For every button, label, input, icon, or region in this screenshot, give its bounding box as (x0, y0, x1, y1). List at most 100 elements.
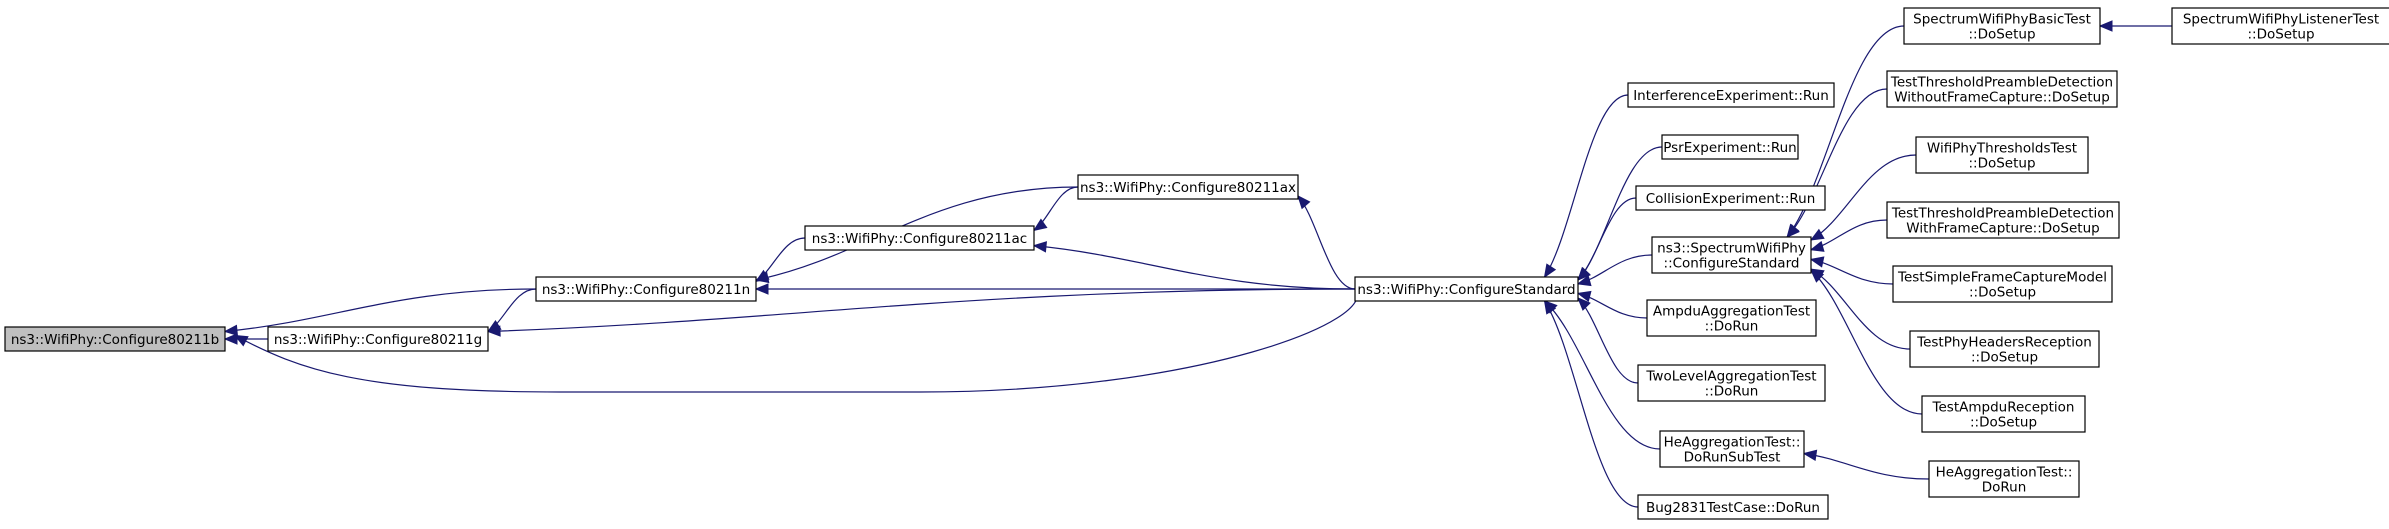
node-label: AmpduAggregationTest (1653, 304, 1810, 320)
edge-n2-to-n1 (486, 288, 537, 333)
node-box (1354, 276, 1579, 302)
graph-node[interactable]: ns3::WifiPhy::Configure80211b (4, 326, 226, 352)
node-label: ::DoRun (1705, 384, 1759, 400)
edge-n17-to-n9 (1809, 219, 1888, 252)
node-label: Bug2831TestCase::DoRun (1646, 500, 1820, 516)
edge-arrowhead (1810, 269, 1825, 283)
node-box (1651, 236, 1812, 274)
node-label: ns3::WifiPhy::Configure80211b (11, 332, 219, 348)
node-label: ::DoSetup (1971, 350, 2038, 366)
edges-layer (223, 20, 2172, 508)
edge-n10-to-n5 (1576, 290, 1648, 319)
graph-node[interactable]: InterferenceExperiment::Run (1627, 82, 1835, 108)
graph-node[interactable]: TestAmpduReception::DoSetup (1921, 395, 2086, 433)
edge-line (1577, 297, 1639, 384)
edge-n21-to-n12 (1802, 449, 1930, 480)
graph-node[interactable]: ns3::WifiPhy::ConfigureStandard (1354, 276, 1579, 302)
graph-node[interactable]: TwoLevelAggregationTest::DoRun (1637, 364, 1826, 402)
graph-node[interactable]: Bug2831TestCase::DoRun (1637, 494, 1829, 520)
edge-arrowhead (223, 333, 238, 345)
edge-arrowhead (1032, 241, 1047, 253)
node-label: WifiPhyThresholdsTest (1927, 141, 2077, 157)
graph-node[interactable]: ns3::WifiPhy::Configure80211g (267, 326, 489, 352)
edge-n11-to-n5 (1577, 297, 1639, 384)
node-label: ::DoSetup (1968, 27, 2035, 43)
graph-node[interactable]: ns3::WifiPhy::Configure80211n (535, 276, 757, 302)
edge-n4-to-n3 (1032, 186, 1079, 232)
edge-line (1297, 195, 1356, 290)
edge-n15-to-n9 (1786, 88, 1888, 238)
graph-node[interactable]: ns3::WifiPhy::Configure80211ax (1077, 174, 1299, 200)
edge-line (1544, 300, 1639, 508)
node-box (1637, 494, 1829, 520)
edge-arrowhead (1577, 297, 1591, 311)
node-label: ::DoSetup (1970, 415, 2037, 431)
edge-n9-to-n5 (1576, 254, 1653, 287)
node-label: DoRun (1982, 480, 2027, 496)
edge-arrowhead (1543, 299, 1557, 315)
edge-arrowhead (1577, 267, 1591, 281)
node-box (1646, 299, 1817, 337)
node-box (267, 326, 489, 352)
node-label: ::ConfigureStandard (1664, 256, 1800, 272)
graph-node[interactable]: ns3::WifiPhy::Configure80211ac (804, 225, 1035, 251)
edge-arrowhead (233, 334, 249, 347)
node-label: ::DoSetup (2247, 27, 2314, 43)
edge-arrowhead (754, 271, 770, 284)
edge-arrowhead (486, 325, 501, 337)
graph-node[interactable]: SpectrumWifiPhyListenerTest::DoSetup (2171, 7, 2389, 45)
graph-node[interactable]: HeAggregationTest::DoRun (1928, 460, 2080, 498)
node-label: ::DoSetup (1969, 285, 2036, 301)
node-box (1903, 7, 2101, 45)
node-label: ::DoSetup (1968, 156, 2035, 172)
edge-arrowhead (1576, 290, 1592, 303)
edge-n13-to-n5 (1543, 299, 1639, 508)
edge-arrowhead (1543, 263, 1557, 279)
graph-node[interactable]: TestPhyHeadersReception::DoSetup (1909, 330, 2100, 368)
edge-n5-to-n4 (1297, 195, 1356, 290)
graph-node[interactable]: HeAggregationTest::DoRunSubTest (1659, 430, 1805, 468)
node-label: ::DoRun (1705, 319, 1759, 335)
graph-node[interactable]: ns3::SpectrumWifiPhy::ConfigureStandard (1651, 236, 1812, 274)
edge-line (1033, 245, 1356, 290)
edge-line (1544, 94, 1629, 278)
graph-node[interactable]: PsrExperiment::Run (1661, 134, 1799, 160)
node-box (1659, 430, 1805, 468)
node-label: TwoLevelAggregationTest (1645, 369, 1816, 385)
edge-line (755, 186, 1079, 281)
edge-n20-to-n9 (1810, 269, 1923, 415)
edge-n5-to-n0 (233, 288, 1358, 393)
edge-n5-to-n3 (1032, 241, 1356, 290)
node-box (1921, 395, 2086, 433)
node-label: ns3::WifiPhy::Configure80211ax (1080, 180, 1296, 196)
edge-line (1803, 452, 1930, 480)
graph-node[interactable]: SpectrumWifiPhyBasicTest::DoSetup (1903, 7, 2101, 45)
node-label: WithFrameCapture::DoSetup (1906, 221, 2099, 237)
node-label: ns3::WifiPhy::Configure80211g (274, 332, 482, 348)
node-label: TestThresholdPreambleDetection (1891, 206, 2114, 222)
edge-line (224, 288, 537, 333)
edge-n5-to-n1 (486, 288, 1356, 337)
graph-node[interactable]: TestSimpleFrameCaptureModel::DoSetup (1892, 265, 2113, 303)
edge-n8-to-n5 (1577, 197, 1637, 281)
node-label: PsrExperiment::Run (1663, 140, 1796, 156)
edge-line (1577, 197, 1637, 281)
node-label: HeAggregationTest:: (1936, 465, 2073, 481)
node-label: SpectrumWifiPhyListenerTest (2183, 12, 2379, 28)
node-label: TestThresholdPreambleDetection (1890, 75, 2113, 91)
graph-node[interactable]: WifiPhyThresholdsTest::DoSetup (1915, 136, 2089, 174)
node-label: TestSimpleFrameCaptureModel (1897, 270, 2107, 286)
edge-n4-to-n2 (754, 186, 1079, 284)
edge-line (234, 288, 1358, 393)
graph-node[interactable]: AmpduAggregationTest::DoRun (1646, 299, 1817, 337)
edge-arrowhead (754, 283, 769, 295)
graph-node[interactable]: TestThresholdPreambleDetectionWithFrameC… (1886, 201, 2120, 239)
node-box (1886, 70, 2118, 108)
node-label: ns3::WifiPhy::Configure80211n (542, 282, 750, 298)
graph-node[interactable]: TestThresholdPreambleDetectionWithoutFra… (1886, 70, 2118, 108)
node-label: SpectrumWifiPhyBasicTest (1913, 12, 2091, 28)
graph-node[interactable]: CollisionExperiment::Run (1635, 185, 1826, 211)
edge-arrowhead (1809, 256, 1825, 268)
node-box (4, 326, 226, 352)
edge-line (1810, 154, 1917, 241)
